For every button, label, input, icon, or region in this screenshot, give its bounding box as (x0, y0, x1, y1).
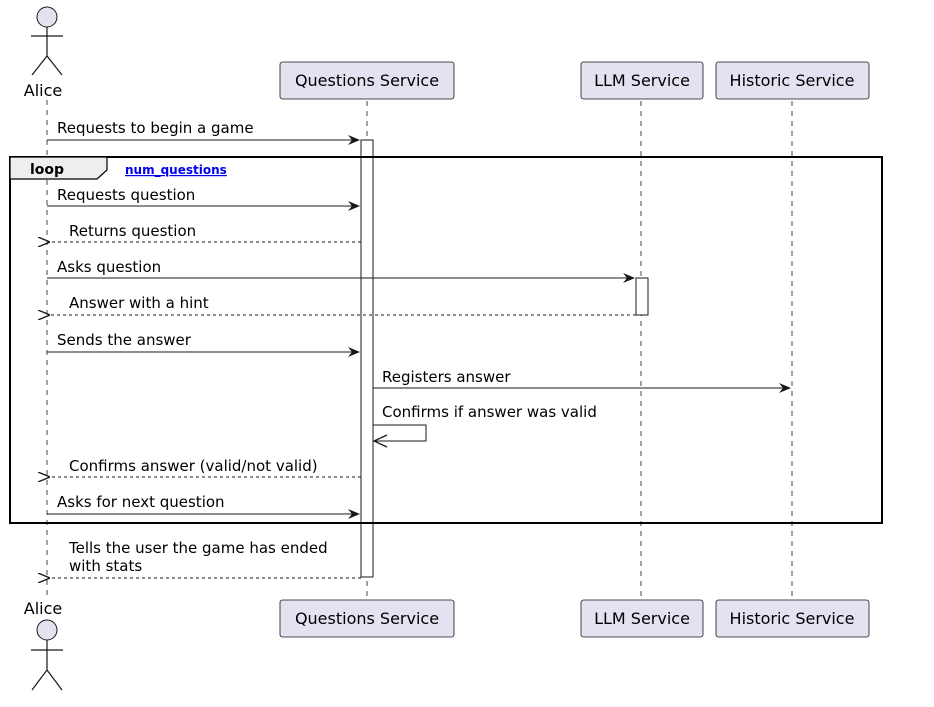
activation-llm-service (635, 277, 649, 316)
actor-label-alice: Alice (24, 81, 62, 100)
loop-condition-link[interactable]: num_questions (125, 163, 227, 178)
participant-label: Historic Service (730, 609, 855, 628)
participant-label: Questions Service (295, 609, 439, 628)
participant-label: LLM Service (594, 609, 690, 628)
participant-label: Historic Service (730, 71, 855, 90)
participant-questions-service-top[interactable]: Questions Service (279, 61, 455, 100)
message-label: Requests question (57, 186, 195, 204)
participant-label: Questions Service (295, 71, 439, 90)
loop-label: loop (30, 162, 64, 178)
loop-frame: loop num_questions (9, 156, 883, 524)
message-label: Sends the answer (57, 331, 192, 349)
self-message-arrow (373, 424, 427, 442)
actor-label-alice: Alice (24, 599, 62, 618)
message-label: Returns question (69, 222, 196, 240)
actor-alice-bottom[interactable]: Alice (24, 599, 63, 691)
actor-head-icon (36, 6, 58, 28)
participant-historic-service-top[interactable]: Historic Service (715, 61, 870, 100)
participant-llm-service-bottom[interactable]: LLM Service (580, 599, 704, 638)
message-label: with stats (69, 557, 142, 575)
activation-questions-service (360, 139, 374, 578)
message-label: Asks question (57, 258, 161, 276)
participant-historic-service-bottom[interactable]: Historic Service (715, 599, 870, 638)
message-label: Confirms if answer was valid (382, 403, 597, 421)
message-label: Registers answer (382, 368, 511, 386)
message-label: Asks for next question (57, 493, 225, 511)
participant-llm-service-top[interactable]: LLM Service (580, 61, 704, 100)
message-label: Answer with a hint (69, 294, 209, 312)
actor-head-icon (36, 619, 58, 641)
message-label: Confirms answer (valid/not valid) (69, 457, 318, 475)
actor-alice-top[interactable]: Alice (24, 6, 63, 100)
participant-label: LLM Service (594, 71, 690, 90)
message-label: Tells the user the game has ended (68, 539, 328, 557)
participant-questions-service-bottom[interactable]: Questions Service (279, 599, 455, 638)
message-label: Requests to begin a game (57, 119, 254, 137)
